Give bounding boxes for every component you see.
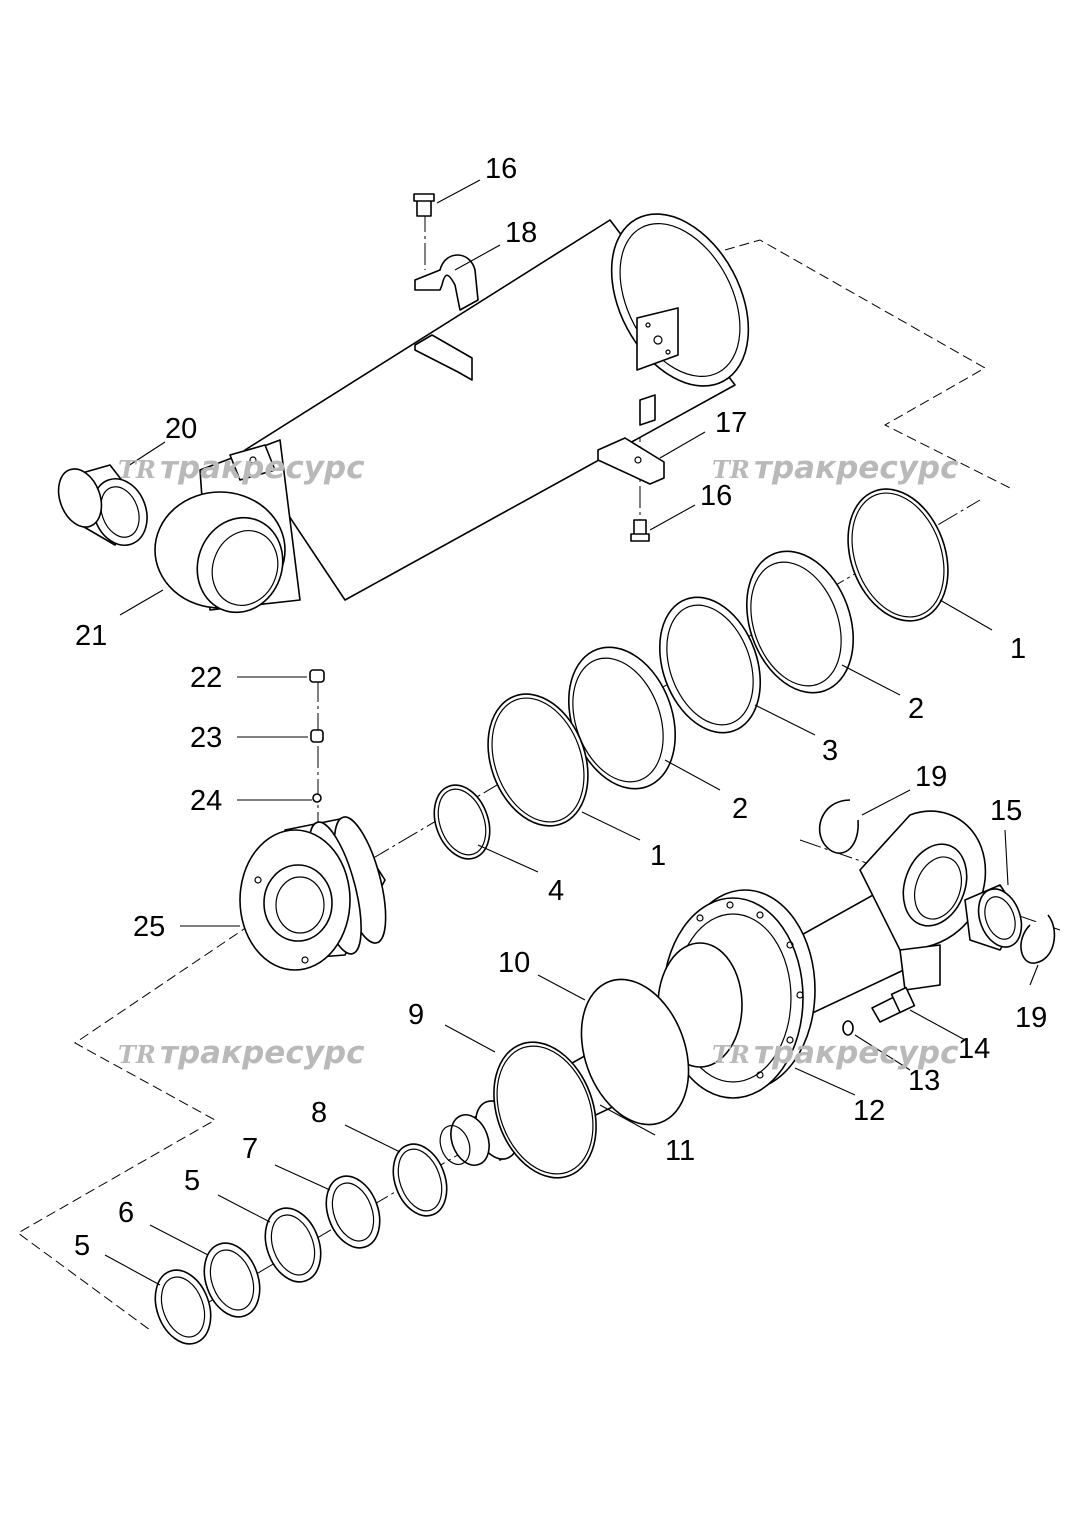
watermark-top-right: TR тракресурс	[712, 450, 959, 486]
callout-6: 6	[118, 1197, 134, 1229]
callout-19-top: 19	[915, 761, 947, 793]
callout-1-left: 1	[650, 840, 666, 872]
watermark-logo: TR	[118, 1040, 156, 1069]
top-bolt	[413, 193, 435, 217]
mount-block	[597, 437, 665, 485]
callout-10: 10	[498, 947, 530, 979]
wear-rings	[154, 1143, 448, 1345]
callout-18: 18	[505, 217, 537, 249]
watermark-logo: TR	[712, 1040, 750, 1069]
callout-5-upper: 5	[184, 1165, 200, 1197]
callout-13: 13	[908, 1065, 940, 1097]
callout-2-right: 2	[908, 693, 924, 725]
callout-21: 21	[75, 620, 107, 652]
watermark-logo: TR	[118, 455, 156, 484]
callout-25: 25	[133, 911, 165, 943]
callout-24: 24	[190, 785, 222, 817]
bushing	[57, 464, 148, 546]
callout-16-top: 16	[485, 153, 517, 185]
clamp	[414, 254, 479, 311]
piston	[239, 816, 387, 971]
watermark-bottom-left: TR тракресурс	[118, 1035, 365, 1071]
callout-12: 12	[853, 1095, 885, 1127]
callout-4: 4	[548, 875, 564, 907]
callout-20: 20	[165, 413, 197, 445]
callout-labels: 16 18 17 16 20 21 22 23 24 25 1 2 3 2 1 …	[74, 153, 1047, 1262]
callout-23: 23	[190, 722, 222, 754]
callout-22: 22	[190, 662, 222, 694]
assembly-outline	[17, 239, 1011, 1331]
leader-lines	[104, 179, 1039, 1286]
callout-8: 8	[311, 1097, 327, 1129]
watermark-logo: TR	[712, 455, 750, 484]
cylinder-barrel	[154, 213, 750, 614]
circlips	[818, 799, 1056, 964]
rod-bolt	[842, 986, 916, 1036]
grease-fittings	[309, 669, 325, 803]
eye-bushing	[964, 884, 1023, 951]
callout-15: 15	[990, 795, 1022, 827]
callout-19-bottom: 19	[1015, 1002, 1047, 1034]
callout-2-left: 2	[732, 793, 748, 825]
watermark-top-left: TR тракресурс	[118, 450, 365, 486]
watermark-text: тракресурс	[160, 450, 365, 486]
rod-seals	[493, 978, 690, 1179]
callout-9: 9	[408, 999, 424, 1031]
watermark-text: тракресурс	[754, 1035, 959, 1071]
callout-14: 14	[958, 1033, 990, 1065]
callout-3: 3	[822, 735, 838, 767]
callout-7: 7	[242, 1133, 258, 1165]
callout-11: 11	[665, 1135, 695, 1167]
callout-17: 17	[715, 407, 747, 439]
watermark-text: тракресурс	[160, 1035, 365, 1071]
callout-16-bottom: 16	[700, 480, 732, 512]
callout-5-lower: 5	[74, 1230, 90, 1262]
bottom-bolt	[630, 519, 650, 542]
callout-1-right: 1	[1010, 633, 1026, 665]
watermark-text: тракресурс	[754, 450, 959, 486]
seal-rings	[433, 488, 949, 860]
watermark-bottom-right: TR тракресурс	[712, 1035, 959, 1071]
